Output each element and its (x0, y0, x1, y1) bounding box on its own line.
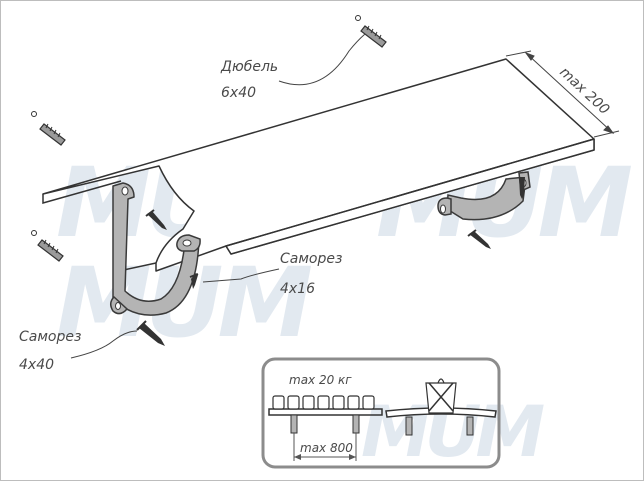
max-span-label: max 800 (300, 441, 353, 455)
left-bracket (110, 182, 201, 316)
screw-small-4x16 (189, 273, 199, 289)
screw-left-middle (145, 209, 167, 230)
shelf-board (42, 58, 595, 272)
screw-small-size-label: 4x16 (280, 281, 315, 297)
dowel-name-label: Дюбель (220, 59, 278, 75)
shelf-depth-label: max 200 (556, 64, 612, 118)
screw-large-name-label: Саморез (19, 329, 81, 345)
screw-right-top (519, 177, 525, 199)
dowel-left-lower (31, 230, 64, 262)
loaded-shelf-icon: max 800 (268, 395, 383, 461)
leader-lines (70, 33, 366, 359)
dowel-top (355, 15, 387, 48)
depth-dimension (505, 50, 620, 138)
screw-small-name-label: Саморез (280, 251, 342, 267)
screw-right-lower (467, 229, 491, 249)
max-load-label: max 20 кг (289, 373, 352, 387)
watermark-text-legend: MUM (361, 391, 544, 473)
dowel-size-label: 6x40 (221, 85, 256, 101)
overloaded-shelf-icon (385, 378, 497, 436)
dowel-left-upper (31, 111, 66, 146)
screw-large-size-label: 4x40 (19, 357, 54, 373)
screw-large-4x40 (136, 320, 165, 346)
load-legend: max 20 кг max 800 (261, 357, 501, 469)
